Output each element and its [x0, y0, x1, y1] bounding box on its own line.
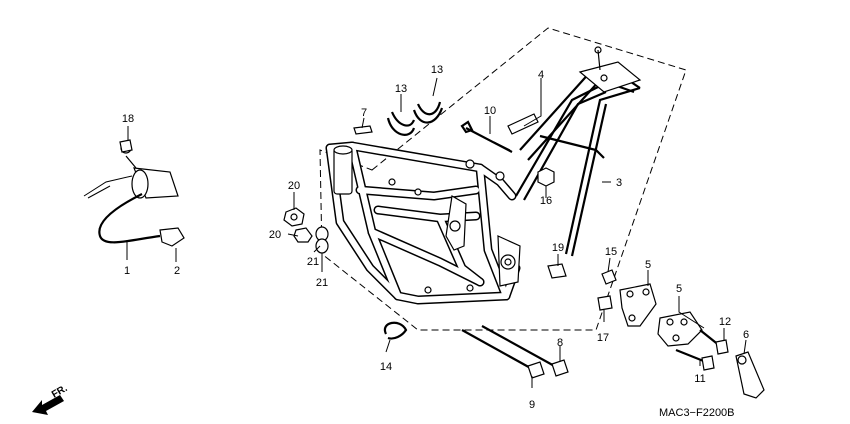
callout-8: 8 — [557, 337, 563, 349]
callout-19: 19 — [552, 242, 564, 254]
callout-5: 5 — [676, 283, 682, 295]
nuts-20-21 — [283, 207, 329, 254]
bolts-11-12 — [675, 329, 729, 371]
part-7 — [353, 125, 373, 135]
callout-16: 16 — [540, 195, 552, 207]
callout-20: 20 — [269, 229, 281, 241]
callout-15: 15 — [605, 246, 617, 258]
diagram-code: MAC3−F2200B — [659, 407, 735, 419]
front-label: FR. — [50, 383, 70, 401]
callout-1: 1 — [124, 265, 130, 277]
front-direction-indicator: FR. — [32, 383, 70, 415]
callout-12: 12 — [719, 316, 731, 328]
bolt-18 — [119, 139, 133, 153]
callout-20: 20 — [288, 180, 300, 192]
nut-15 — [601, 269, 617, 285]
leader-lines — [126, 77, 747, 388]
callout-4: 4 — [538, 69, 544, 81]
callout-9: 9 — [529, 399, 535, 411]
long-bolts-8-9 — [461, 325, 569, 379]
callout-13: 13 — [395, 83, 407, 95]
callout-7: 7 — [361, 107, 367, 119]
front-arrow-icon — [32, 395, 64, 415]
callout-3: 3 — [616, 177, 622, 189]
callout-10: 10 — [484, 105, 496, 117]
callout-labels: 1 2 3 4 5 5 6 7 8 9 10 11 12 13 13 14 15… — [122, 64, 749, 411]
main-frame — [325, 141, 521, 305]
nut-16 — [537, 167, 555, 187]
engine-hanger-5 — [619, 283, 703, 347]
clamp-13 — [386, 101, 444, 136]
callout-6: 6 — [743, 329, 749, 341]
clip-14 — [383, 321, 408, 340]
callout-5: 5 — [645, 259, 651, 271]
callout-21: 21 — [316, 277, 328, 289]
subframe-bracket-4 — [507, 113, 539, 135]
bolt-10 — [460, 120, 513, 153]
callout-18: 18 — [122, 113, 134, 125]
callout-2: 2 — [174, 265, 180, 277]
ignition-coil — [83, 142, 185, 247]
callout-21: 21 — [307, 256, 319, 268]
callout-13: 13 — [431, 64, 443, 76]
callout-17: 17 — [597, 332, 609, 344]
bolt-19 — [547, 263, 567, 279]
link-6 — [735, 351, 765, 399]
callout-14: 14 — [380, 361, 392, 373]
nut-17 — [597, 295, 613, 311]
callout-11: 11 — [694, 373, 705, 385]
rear-subframe — [515, 46, 642, 257]
